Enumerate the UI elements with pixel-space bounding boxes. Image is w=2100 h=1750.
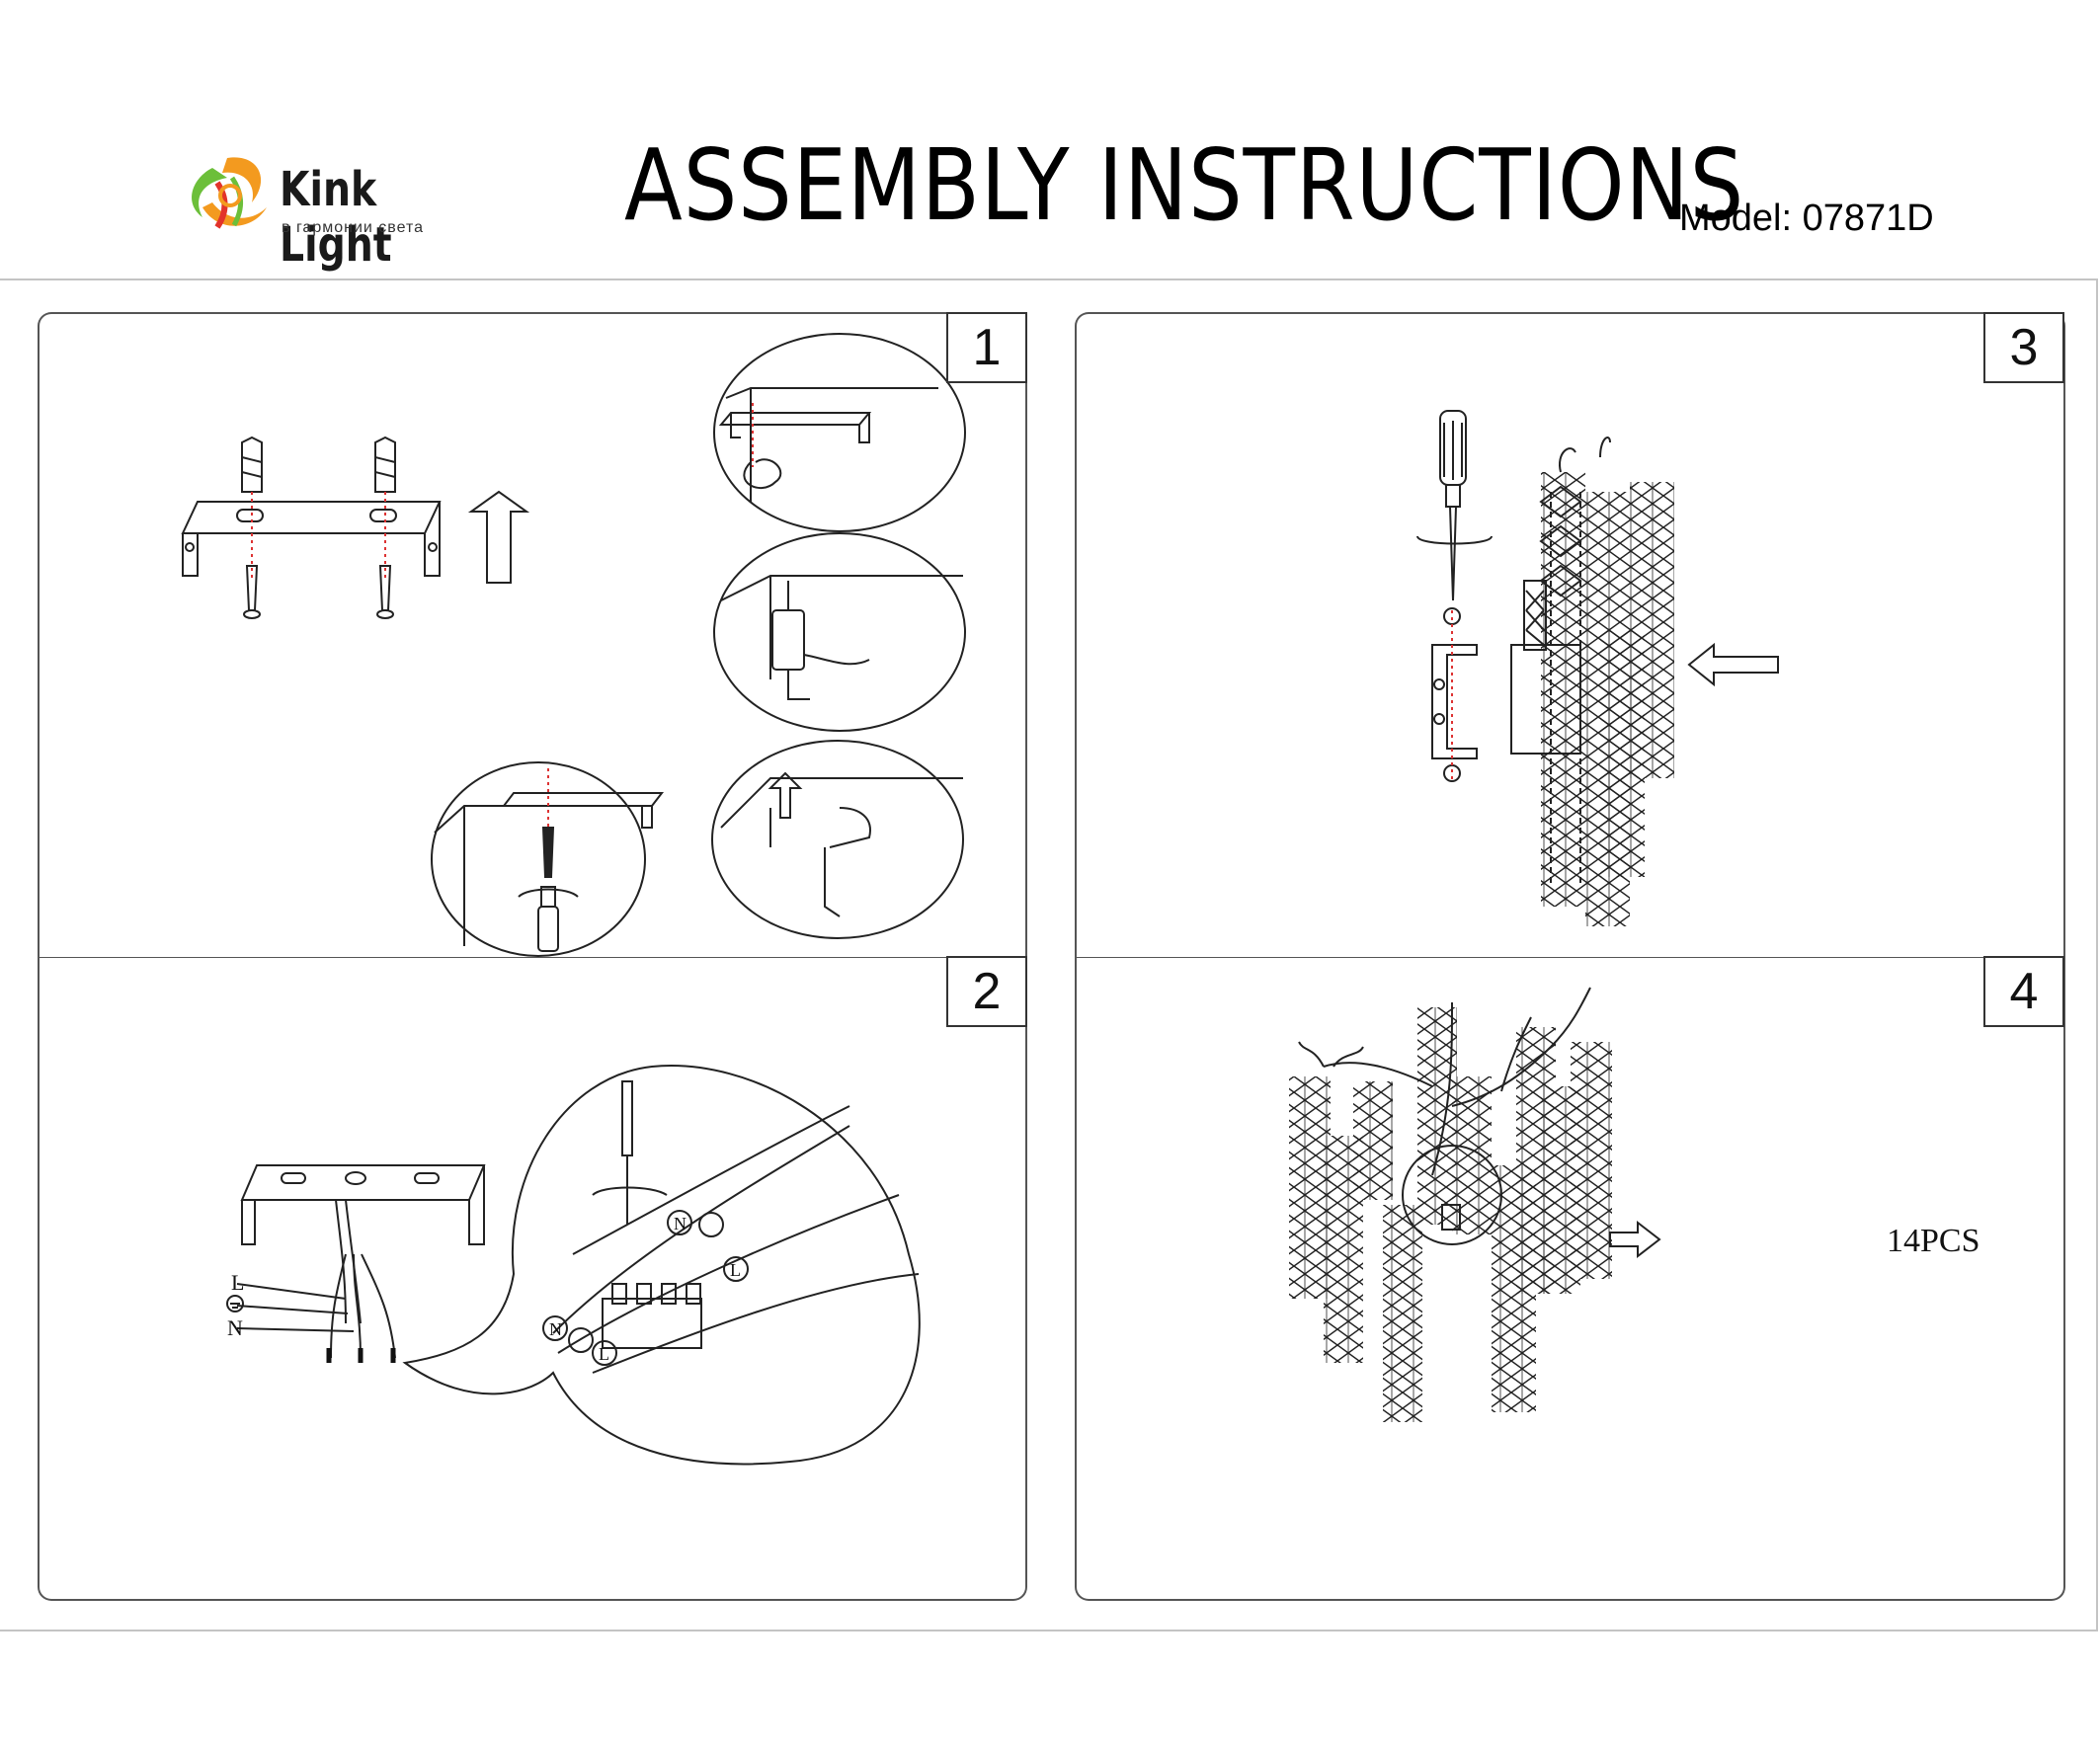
detail-circle-screw-tightening xyxy=(431,761,646,957)
kink-light-logo-icon xyxy=(192,157,267,229)
step-3-panel: 3 xyxy=(1075,312,2065,958)
terminal-label-l-bottom: L xyxy=(599,1344,609,1364)
detail-circle-plug-insertion xyxy=(711,740,964,939)
brand-logo: Kink Light в гармонии света xyxy=(173,148,509,273)
wall-plug-drawings xyxy=(241,436,396,493)
page-title: ASSEMBLY INSTRUCTIONS xyxy=(624,127,1745,243)
step-3-illustration xyxy=(1416,410,1779,926)
screw-drawings xyxy=(243,565,394,619)
mounting-bracket-drawing xyxy=(181,501,442,577)
detail-circle-screw-mount xyxy=(713,333,966,532)
quantity-label: 14PCS xyxy=(1887,1223,1980,1259)
ceiling-plate-drawing xyxy=(240,1164,486,1245)
step-1-number: 1 xyxy=(946,312,1027,383)
step-3-number: 3 xyxy=(1983,312,2064,383)
terminal-label-n-top: N xyxy=(674,1214,687,1233)
step-2-illustration: L N N N L L xyxy=(226,1065,921,1466)
left-arrow-icon xyxy=(1687,642,1779,687)
assembled-chandelier-drawing xyxy=(1289,987,1612,1422)
header: Kink Light в гармонии света ASSEMBLY INS… xyxy=(0,0,2100,277)
step-1-illustration xyxy=(181,333,966,957)
detail-circle-drilling xyxy=(713,532,966,732)
step-2-panel: L N N N L L 2 xyxy=(38,956,1027,1601)
brand-tagline: в гармонии света xyxy=(282,219,425,236)
model-number: Model: 07871D xyxy=(1679,198,1934,239)
wire-label-l: L xyxy=(231,1270,244,1295)
step-4-illustration xyxy=(1289,987,1661,1422)
lamp-bracket-drawing xyxy=(1431,607,1478,782)
ground-symbol-icon xyxy=(226,1295,244,1312)
wiring-detail-magnifier xyxy=(402,1065,921,1466)
step-2-number: 2 xyxy=(946,956,1027,1027)
wire-label-n: N xyxy=(227,1315,243,1340)
right-arrow-icon xyxy=(1609,1220,1661,1259)
brand-name: Kink Light xyxy=(280,162,392,273)
crystal-pendants-drawing xyxy=(1510,437,1674,926)
instructions-frame xyxy=(0,278,2098,1631)
terminal-label-l-top: L xyxy=(730,1260,741,1280)
step-1-panel: 1 xyxy=(38,312,1027,958)
up-arrow-icon xyxy=(467,490,530,584)
screwdriver-icon xyxy=(1416,410,1493,601)
step-4-panel: 14PCS 4 xyxy=(1075,956,2065,1601)
step-4-number: 4 xyxy=(1983,956,2064,1027)
terminal-label-n-bottom: N xyxy=(549,1319,562,1339)
